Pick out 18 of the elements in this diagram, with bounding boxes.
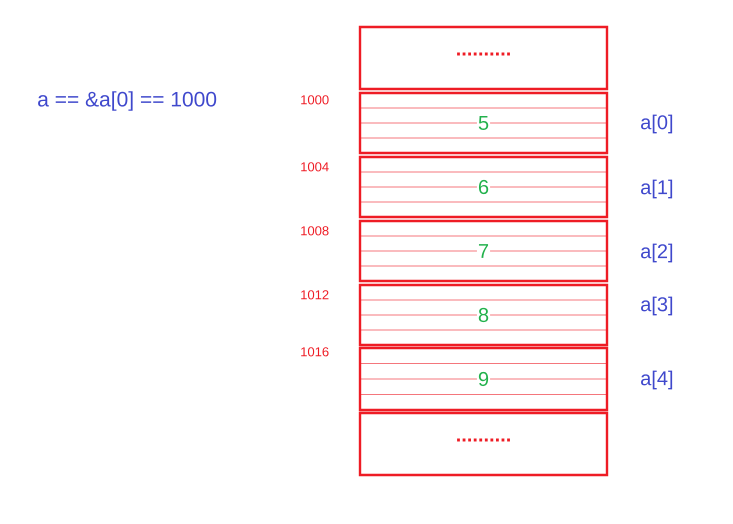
memory-cell: .......... [358,26,608,90]
memory-cell: 9 [358,346,608,412]
address-label: 1012 [301,290,328,300]
address-label: 1000 [301,95,329,104]
address-label: 1016 [301,347,329,356]
element-name: a[4] [641,370,672,390]
element-name: a[1] [641,180,672,198]
element-name: a[2] [641,244,672,262]
element-name: a[0] [641,114,672,134]
memory-cell: 5 [358,92,608,154]
memory-cell: .......... [358,412,608,476]
element-name: a[3] [641,296,672,316]
note-text: a == &a[0] == 1000 [38,91,216,111]
memory-cell: 8 [358,284,608,346]
address-label: 1004 [301,162,329,172]
memory-cell: 6 [358,156,608,218]
address-label: 1008 [301,226,329,236]
memory-cell: 7 [358,220,608,282]
